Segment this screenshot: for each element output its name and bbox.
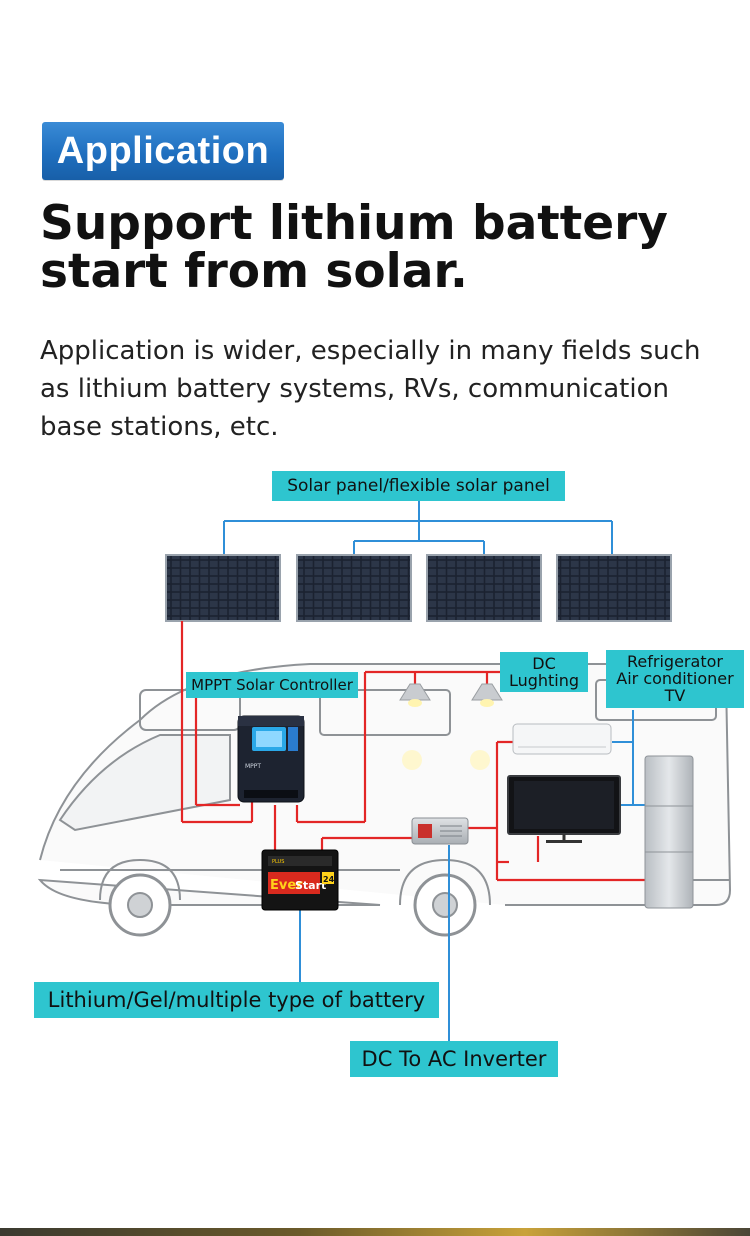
page-headline: Support lithium battery start from solar… [40, 200, 720, 296]
solar-panel-1 [165, 554, 281, 622]
description-text: Application is wider, especially in many… [40, 336, 701, 442]
label-dc-lighting-line-2: Lughting [508, 671, 580, 690]
solar-rv-diagram: MPPT Ever Start PLUS 24 [37, 500, 732, 1042]
label-dc-lighting: DC Lughting [500, 652, 588, 692]
inverter-device [411, 817, 469, 845]
refrigerator-unit [644, 755, 694, 909]
tv-unit [507, 775, 621, 843]
dc-light-fixtures [399, 683, 503, 770]
rv-wheels [108, 873, 477, 937]
label-solar-panel: Solar panel/flexible solar panel [272, 471, 565, 501]
label-dc-lighting-line-1: DC [532, 654, 556, 673]
battery-brand-ever: Ever [270, 878, 303, 893]
air-conditioner-unit [512, 723, 612, 755]
power-wiring-red [180, 621, 645, 882]
label-air-conditioner: Air conditioner [616, 669, 734, 688]
solar-panel-3 [426, 554, 542, 622]
controller-mark-text: MPPT [245, 763, 261, 770]
solar-panel-array [165, 554, 672, 622]
headline-line-2: start from solar. [40, 244, 468, 299]
battery-size: 24 [323, 875, 335, 884]
battery-brand-start: Start [295, 879, 326, 892]
battery-device: Ever Start PLUS 24 [261, 849, 339, 911]
label-battery: Lithium/Gel/multiple type of battery [34, 982, 439, 1018]
panel-wiring-blue [223, 500, 613, 556]
battery-brand-plus: PLUS [272, 859, 284, 865]
label-mppt-controller: MPPT Solar Controller [186, 672, 358, 698]
mppt-controller-device: MPPT [237, 715, 305, 803]
label-appliances: Refrigerator Air conditioner TV [606, 650, 744, 708]
label-inverter: DC To AC Inverter [350, 1041, 558, 1077]
headline-line-1: Support lithium battery [40, 196, 668, 251]
bottom-photo-strip [0, 1228, 750, 1236]
application-badge: Application [42, 122, 284, 180]
label-tv: TV [664, 686, 686, 705]
solar-panel-4 [556, 554, 672, 622]
solar-panel-2 [296, 554, 412, 622]
label-refrigerator: Refrigerator [627, 652, 723, 671]
